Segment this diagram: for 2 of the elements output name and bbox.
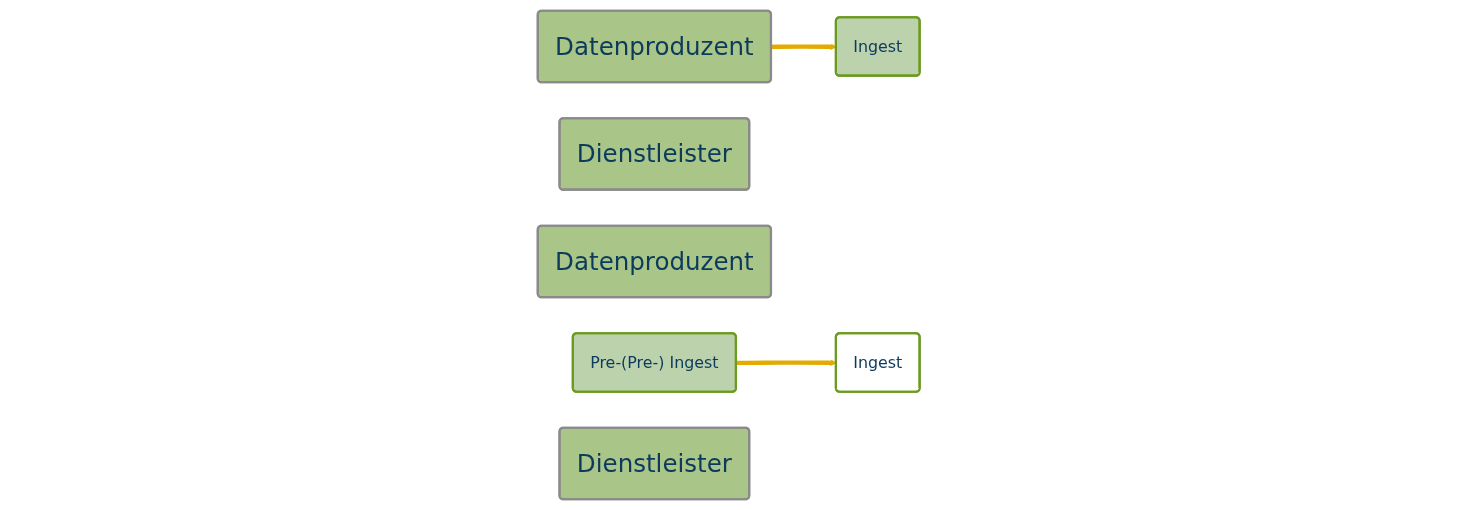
arrow [736,359,837,366]
arrow [771,43,837,50]
